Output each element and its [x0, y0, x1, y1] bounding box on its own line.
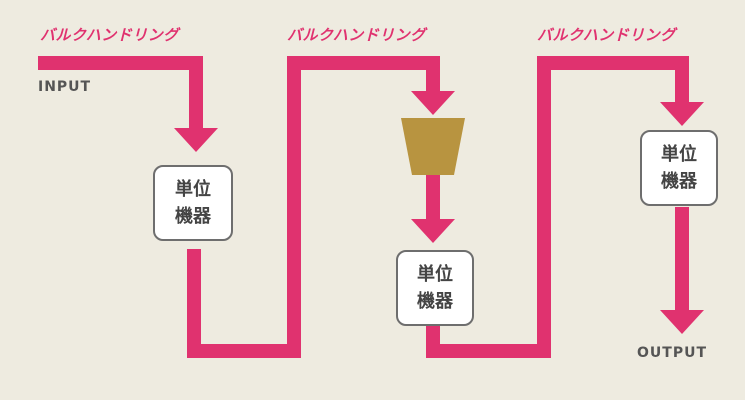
unit-equipment-label: 単位機器 — [175, 179, 211, 227]
unit-equipment-box: 単位機器 — [640, 130, 718, 206]
bulk-handling-label: バルクハンドリング — [287, 26, 426, 44]
unit-equipment-label: 単位機器 — [661, 144, 697, 192]
output-label: OUTPUT — [637, 345, 707, 361]
flow-line-input — [38, 56, 203, 130]
flow-line-2 — [187, 56, 440, 358]
bulk-handling-label: バルクハンドリング — [537, 26, 676, 44]
arrow-down-icon — [660, 102, 704, 126]
unit-equipment-box: 単位機器 — [396, 250, 474, 326]
hopper-icon — [401, 118, 465, 175]
bulk-handling-label: バルクハンドリング — [40, 26, 179, 44]
arrow-down-icon — [174, 128, 218, 152]
unit-equipment-label: 単位機器 — [417, 264, 453, 312]
flow-line-3 — [426, 56, 689, 358]
arrow-down-icon — [411, 91, 455, 115]
arrow-down-icon — [660, 310, 704, 334]
input-label: INPUT — [38, 79, 92, 95]
arrow-down-icon — [411, 219, 455, 243]
unit-equipment-box: 単位機器 — [153, 165, 233, 241]
